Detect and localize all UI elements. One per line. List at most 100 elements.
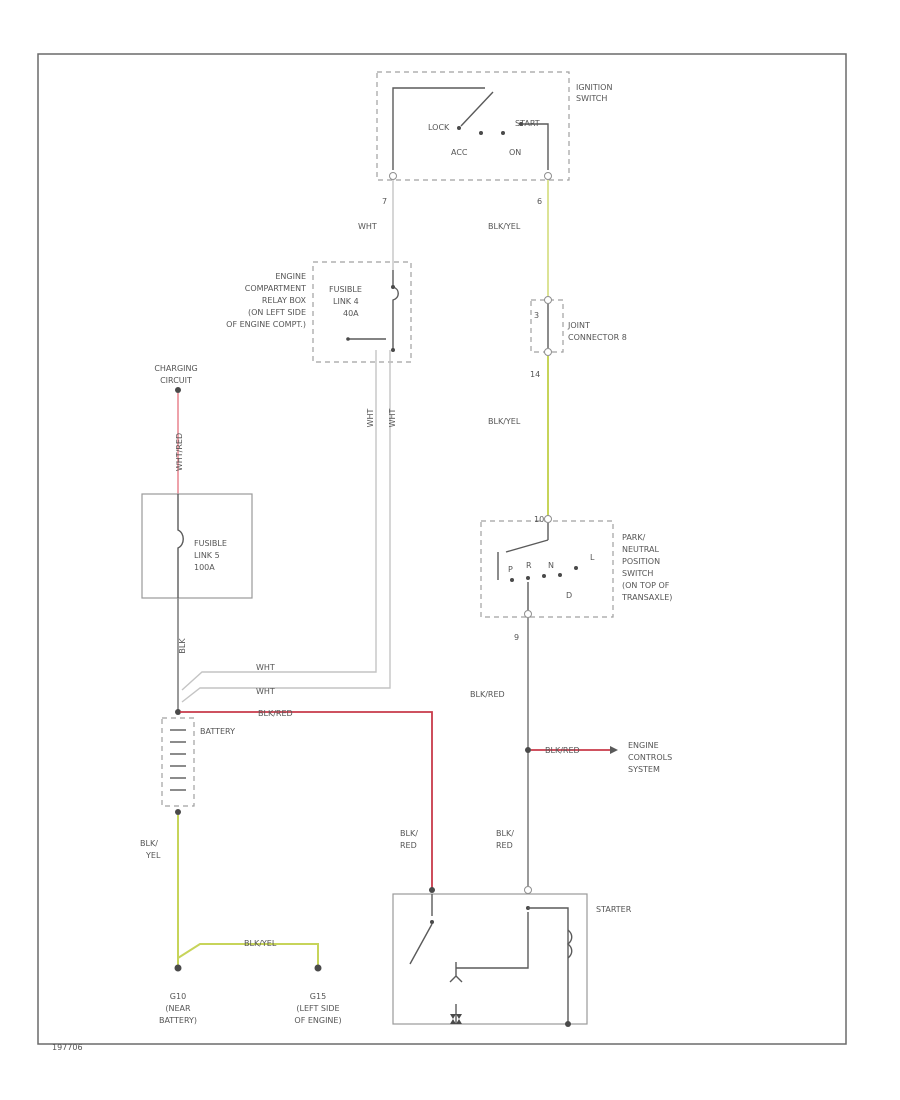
pnp-contact-l	[574, 566, 578, 570]
ignition-switch-blade	[460, 91, 494, 127]
starter-box	[392, 893, 588, 1025]
ignition-start-wire	[523, 123, 549, 170]
battery-label: BATTERY	[200, 727, 235, 736]
wire-blk-yel-bat-1: BLK/	[140, 839, 158, 848]
battery: BATTERY	[161, 709, 235, 815]
engine-controls-line-2: CONTROLS	[628, 753, 672, 762]
engine-controls-arrow	[610, 746, 618, 754]
relay-box-terminal-bottom	[391, 348, 395, 352]
ignition-switch-box	[376, 71, 570, 181]
battery-negative-terminal	[175, 809, 181, 815]
starter-ground-dot	[565, 1021, 571, 1027]
joint-connector-label-2: CONNECTOR 8	[568, 333, 627, 342]
ground-g10-line-1: G10	[170, 992, 186, 1001]
ignition-pin-left-label: 7	[382, 197, 387, 206]
charging-circuit-terminal	[175, 387, 181, 393]
wire-blk-red-ecs-label: BLK/RED	[545, 746, 580, 755]
starter-label: STARTER	[596, 905, 632, 914]
starter-pull-in-wire	[456, 912, 529, 969]
starter-plunger	[449, 962, 463, 983]
wire-wht-1	[181, 350, 377, 691]
relay-box-label-1: ENGINE	[275, 272, 306, 281]
ignition-contact-on	[501, 131, 505, 135]
pnp-pin-top	[544, 515, 552, 523]
battery-box	[161, 717, 195, 807]
wire-blk-red-right-1: BLK/	[496, 829, 514, 838]
joint-connector-pin-bottom	[544, 348, 552, 356]
ground-g10-line-3: BATTERY)	[159, 1016, 197, 1025]
wire-blk-yel-mid-label: BLK/YEL	[488, 417, 521, 426]
pnp-switch-blade	[505, 539, 549, 553]
joint-connector-pin-top	[544, 296, 552, 304]
starter-solenoid-blade	[409, 923, 433, 965]
wire-blk-red-right-2: RED	[496, 841, 513, 850]
ignition-pin-right-label: 6	[537, 197, 542, 206]
ignition-contact-lock	[457, 126, 461, 130]
pnp-pos-r: R	[526, 561, 532, 570]
fusible-link-4-line-2: LINK 4	[333, 297, 359, 306]
pnp-label-2: NEUTRAL	[622, 545, 659, 554]
wire-blk-yel-bat-2: YEL	[145, 851, 161, 860]
pnp-pin-bottom-label: 9	[514, 633, 519, 642]
ignition-pin-right	[544, 172, 552, 180]
engine-controls-line-1: ENGINE	[628, 741, 659, 750]
park-neutral-position-switch: P R N D L 10 9 PARK/ NEUTRAL POSITION SW…	[480, 515, 672, 642]
wire-blk-red-left-1: BLK/	[400, 829, 418, 838]
pnp-pin-top-label: 10	[534, 515, 544, 524]
relay-box-label-4: (ON LEFT SIDE	[248, 308, 306, 317]
fusible-link-5-line-1: FUSIBLE	[194, 539, 227, 548]
joint-connector-box	[530, 299, 564, 353]
ignition-pos-start: START	[515, 119, 540, 128]
relay-box-outline	[312, 261, 412, 363]
ground-g15-line-2: (LEFT SIDE	[296, 1004, 339, 1013]
ground-g15-line-3: OF ENGINE)	[294, 1016, 341, 1025]
relay-box-terminal-top	[391, 285, 395, 289]
wire-wht-v1-label: WHT	[366, 408, 375, 427]
fusible-link-5: FUSIBLE LINK 5 100A	[141, 493, 253, 599]
ignition-pos-on: ON	[509, 148, 521, 157]
starter-s-pin	[524, 886, 532, 894]
joint-connector-label-1: JOINT	[567, 321, 590, 330]
wire-blk-red-left-2: RED	[400, 841, 417, 850]
pnp-contact-n	[542, 574, 546, 578]
relay-box-label-3: RELAY BOX	[262, 296, 307, 305]
wire-blk-red-battery-to-starter	[180, 711, 433, 890]
wire-wht-top-label: WHT	[358, 222, 377, 231]
engine-controls-splice	[525, 747, 531, 753]
pnp-pos-d: D	[566, 591, 572, 600]
pnp-pos-l: L	[590, 553, 595, 562]
starter-coil-wire	[528, 907, 569, 1024]
pnp-contact-r	[526, 576, 530, 580]
wire-wht-2	[181, 350, 391, 703]
pnp-label-4: SWITCH	[622, 569, 653, 578]
relay-box-label-2: COMPARTMENT	[245, 284, 306, 293]
fusible-link-4-symbol	[392, 270, 399, 350]
fusible-link-4-line-3: 40A	[343, 309, 359, 318]
pnp-label-5: (ON TOP OF	[622, 581, 670, 590]
starter-coil	[566, 929, 573, 959]
starter-solenoid-contact-dot	[430, 920, 434, 924]
starter-motor-symbol	[450, 1014, 462, 1024]
ignition-contact-acc	[479, 131, 483, 135]
relay-box: FUSIBLE LINK 4 40A ENGINE COMPARTMENT RE…	[226, 261, 412, 363]
ignition-pos-acc: ACC	[451, 148, 468, 157]
fusible-link-5-line-3: 100A	[194, 563, 215, 572]
ground-g15-point	[314, 964, 322, 972]
relay-box-label-5: OF ENGINE COMPT.)	[226, 320, 306, 329]
joint-connector-pin-bottom-label: 14	[530, 370, 540, 379]
wire-blk-yel-ground-link	[177, 943, 319, 968]
charging-circuit-line-2: CIRCUIT	[160, 376, 192, 385]
wire-wht-v2-label: WHT	[388, 408, 397, 427]
diagram-code: 197706	[52, 1043, 83, 1052]
ignition-internal-wire	[392, 87, 485, 170]
battery-positive-terminal	[175, 709, 181, 715]
ignition-title-1: IGNITION	[576, 83, 612, 92]
relay-box-bus-end	[346, 337, 350, 341]
wire-blk-red-v-label: BLK/RED	[470, 690, 505, 699]
fusible-link-5-symbol	[177, 494, 184, 598]
ground-g10-point	[174, 964, 182, 972]
starter-main-terminal	[429, 887, 435, 893]
diagram-frame	[37, 53, 847, 1045]
ignition-switch: LOCK START ACC ON 7 6 IGNITION SWITCH	[376, 71, 612, 206]
